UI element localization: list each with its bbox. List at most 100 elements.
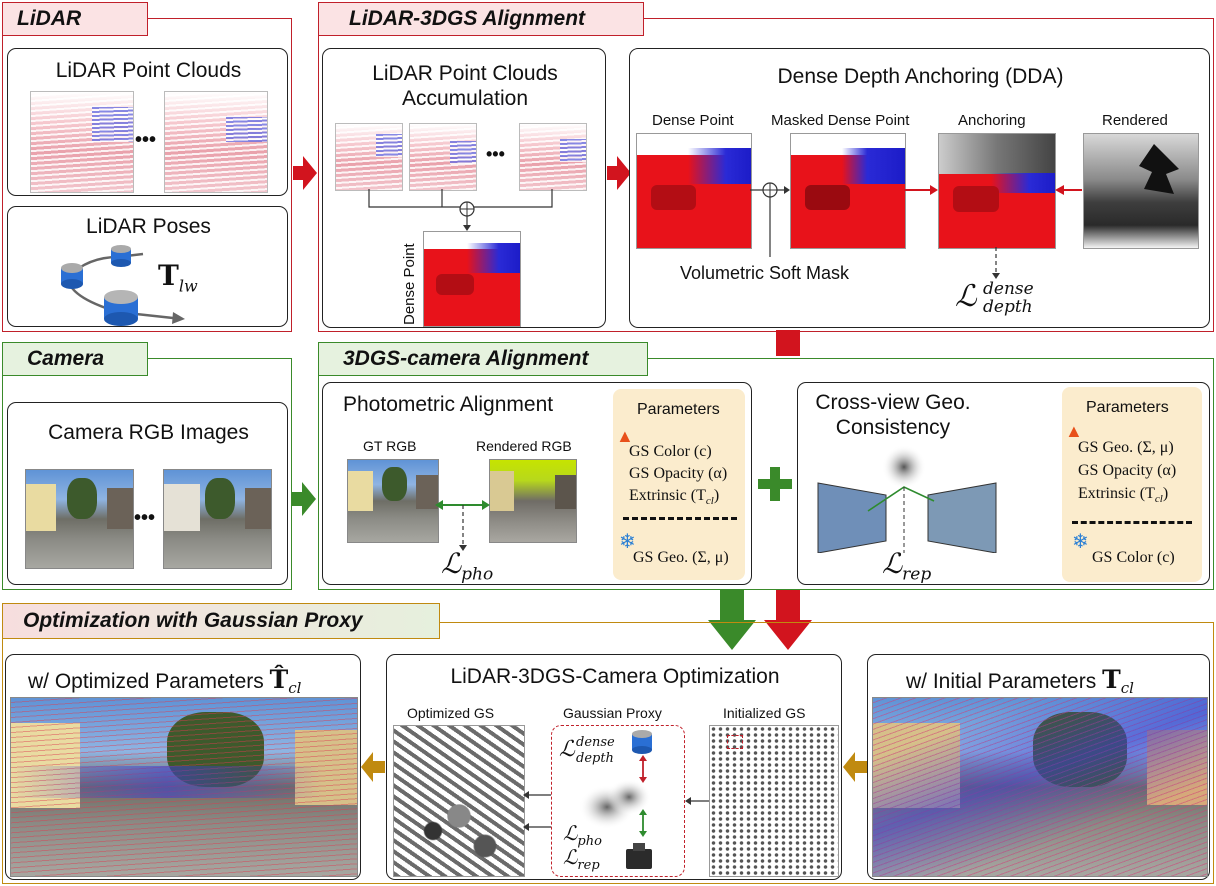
dda-depth-loss-sub: depth	[983, 297, 1033, 317]
rendered-rgb-image	[489, 459, 577, 543]
optimized-gs-label: Optimized GS	[407, 705, 495, 721]
joint-optimization-panel: LiDAR-3DGS-Camera Optimization Optimized…	[386, 654, 842, 880]
lidar-section-title: LiDAR	[17, 7, 82, 30]
proxy-camera-icon	[626, 843, 652, 869]
photometric-title: Photometric Alignment	[343, 393, 554, 416]
initialized-gs-highlight	[727, 735, 743, 749]
crossview-illustration	[817, 445, 997, 553]
crossview-param-extrinsic: Extrinsic (Tcl)	[1078, 485, 1169, 506]
lidar-poses-title: LiDAR Poses	[86, 215, 211, 238]
dda-depth-loss: ℒ	[955, 279, 977, 314]
accum-scan-2	[409, 123, 477, 191]
gaussian-blob-icon	[579, 779, 651, 829]
optimized-projection-image	[10, 697, 358, 877]
photometric-params-title: Parameters	[637, 401, 720, 418]
joint-optimization-arrows	[523, 791, 711, 831]
camera-section-tab: Camera	[2, 342, 148, 376]
arrow-camera-to-alignment	[292, 482, 316, 516]
photometric-params-divider	[623, 517, 737, 520]
camera-image-last	[163, 469, 272, 569]
snowflake-icon: ❄	[619, 531, 636, 553]
gt-rgb-label: GT RGB	[363, 438, 417, 454]
initialized-gs-label: Initialized GS	[723, 705, 806, 721]
initial-projection-image	[872, 697, 1208, 877]
arrows-into-optimization	[708, 590, 812, 650]
dda-rendered-label: Rendered	[1102, 112, 1168, 129]
camera-images-title: Camera RGB Images	[48, 421, 249, 444]
proxy-lidar-icon	[632, 730, 652, 754]
lidar-sensor-icon-small	[111, 245, 131, 267]
lidar-poses-panel: LiDAR Poses Tlw	[7, 206, 288, 327]
dda-dense-point-label: Dense Point	[652, 112, 734, 129]
photometric-param-geo: GS Geo. (Σ, μ)	[633, 549, 729, 566]
lidar-point-clouds-title: LiDAR Point Clouds	[55, 59, 242, 82]
arrow-accum-to-dda	[607, 156, 631, 190]
optimization-section-tab: Optimization with Gaussian Proxy	[2, 603, 440, 639]
proxy-rep-loss: ℒrep	[563, 845, 600, 873]
accum-merge-lines	[368, 189, 553, 231]
accum-scan-n	[519, 123, 587, 191]
photometric-params-box: Parameters ▲ GS Color (c) GS Opacity (α)…	[613, 389, 745, 580]
rendered-rgb-label: Rendered RGB	[476, 438, 572, 454]
dda-anchoring-image	[938, 133, 1056, 249]
crossview-loss: ℒrep	[882, 547, 932, 585]
dgs-camera-section	[318, 358, 1214, 590]
dda-masked-dense-point-label: Masked Dense Point	[771, 112, 910, 129]
crossview-title-line1: Cross-view Geo.	[815, 391, 971, 414]
accumulation-title-line2: Accumulation	[401, 87, 529, 110]
lidar-section-tab: LiDAR	[2, 2, 148, 36]
accumulation-title-line1: LiDAR Point Clouds	[372, 62, 558, 85]
photometric-connector	[435, 500, 490, 551]
accum-ellipsis: •••	[486, 144, 505, 164]
dda-panel: Dense Depth Anchoring (DDA) Dense Point …	[629, 48, 1210, 328]
lidar-3dgs-section-title: LiDAR-3DGS Alignment	[349, 7, 586, 30]
proxy-pho-loss: ℒpho	[563, 821, 602, 849]
lidar-3dgs-section	[318, 18, 1214, 332]
dda-dense-point-image	[636, 133, 752, 249]
initial-result-title: w/ Initial Parameters Tcl	[906, 665, 1134, 698]
plus-icon	[758, 467, 792, 501]
accum-scan-1	[335, 123, 403, 191]
photometric-param-color: GS Color (c)	[629, 443, 712, 460]
camera-image-first	[25, 469, 134, 569]
gaussian-proxy-box	[551, 725, 685, 877]
initial-result-panel: w/ Initial Parameters Tcl	[867, 654, 1210, 880]
crossview-param-geo: GS Geo. (Σ, μ)	[1078, 439, 1174, 456]
accum-sum-icon	[459, 201, 475, 217]
dda-rendered-depth-image	[1083, 133, 1199, 249]
initialized-gs-image	[709, 725, 839, 877]
camera-images-panel: Camera RGB Images •••	[7, 402, 288, 585]
lidar-pose-symbol: Tlw	[158, 259, 198, 296]
crossview-title-line2: Consistency	[835, 416, 951, 439]
optimization-section	[2, 622, 1214, 884]
lidar-scan-image-last	[164, 91, 268, 193]
arrow-lidar-to-alignment	[293, 156, 317, 190]
crossview-panel: Cross-view Geo. Consistency ℒrep Paramet…	[797, 382, 1210, 585]
proxy-depth-loss-sub: depth	[576, 751, 614, 766]
photometric-panel: Photometric Alignment GT RGB Rendered RG…	[322, 382, 752, 585]
dgs-camera-section-tab: 3DGS-camera Alignment	[318, 342, 648, 376]
accum-dense-point-image	[423, 231, 521, 327]
crossview-params-divider	[1072, 521, 1192, 524]
accum-dense-point-label: Dense Point	[401, 243, 418, 325]
lidar-sensor-icon-medium	[61, 263, 83, 289]
proxy-depth-loss-sup: dense	[576, 735, 615, 750]
dgs-camera-section-title: 3DGS-camera Alignment	[343, 347, 589, 370]
optimized-result-title: w/ Optimized Parameters T̂cl	[28, 665, 302, 698]
optimized-result-panel: w/ Optimized Parameters T̂cl	[5, 654, 361, 880]
crossview-params-box: Parameters ▲ GS Geo. (Σ, μ) GS Opacity (…	[1062, 387, 1202, 582]
dda-anchoring-label: Anchoring	[958, 112, 1026, 129]
photometric-param-extrinsic: Extrinsic (Tcl)	[629, 487, 720, 508]
arrow-from-initial	[843, 752, 867, 782]
crossview-param-color: GS Color (c)	[1092, 549, 1175, 566]
snowflake-icon: ❄	[1072, 531, 1089, 553]
joint-optimization-title: LiDAR-3DGS-Camera Optimization	[450, 665, 780, 688]
gt-rgb-image	[347, 459, 439, 543]
crossview-params-title: Parameters	[1086, 399, 1169, 416]
dda-connectors	[750, 182, 1082, 279]
crossview-param-opacity: GS Opacity (α)	[1078, 462, 1177, 479]
lidar-poses-illustration	[61, 245, 185, 326]
lidar-scan-image-first	[30, 91, 134, 193]
optimized-gs-image	[393, 725, 525, 877]
dda-title: Dense Depth Anchoring (DDA)	[777, 65, 1064, 88]
